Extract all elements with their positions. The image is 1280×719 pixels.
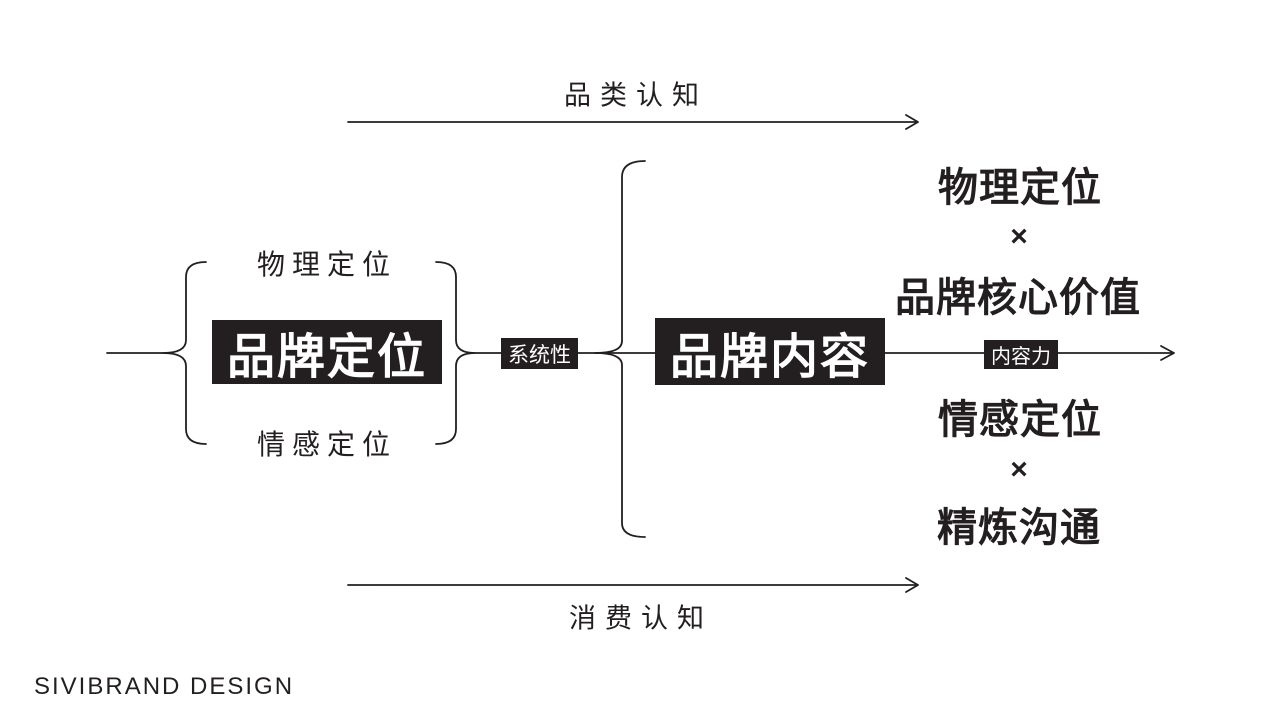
brand-positioning-box: 品牌定位 xyxy=(212,320,442,384)
result-top-line2: 品牌核心价值 xyxy=(895,276,1141,320)
big-brace-icon xyxy=(594,160,646,538)
content-power-tag: 内容力 xyxy=(984,340,1058,369)
top-axis-arrowhead-icon xyxy=(905,114,919,130)
footer-brand-text: SIVIBRAND DESIGN xyxy=(34,673,295,700)
bottom-axis-arrowhead-icon xyxy=(905,577,919,593)
left-brace-icon xyxy=(162,261,207,445)
top-axis-label: 品类认知 xyxy=(564,80,708,111)
group-top-label: 物理定位 xyxy=(256,249,398,280)
bottom-axis-label: 消费认知 xyxy=(569,603,713,634)
systematic-tag: 系统性 xyxy=(501,338,578,369)
result-top-line1: 物理定位 xyxy=(938,166,1102,210)
result-bottom-line2: 精炼沟通 xyxy=(937,506,1101,550)
result-bottom-line1: 情感定位 xyxy=(938,398,1102,442)
result-bottom-operator: × xyxy=(1010,453,1028,486)
group-bottom-label: 情感定位 xyxy=(256,429,398,460)
output-arrowhead-icon xyxy=(1160,345,1175,361)
result-top-operator: × xyxy=(1010,220,1028,253)
brand-content-box: 品牌内容 xyxy=(655,318,885,385)
